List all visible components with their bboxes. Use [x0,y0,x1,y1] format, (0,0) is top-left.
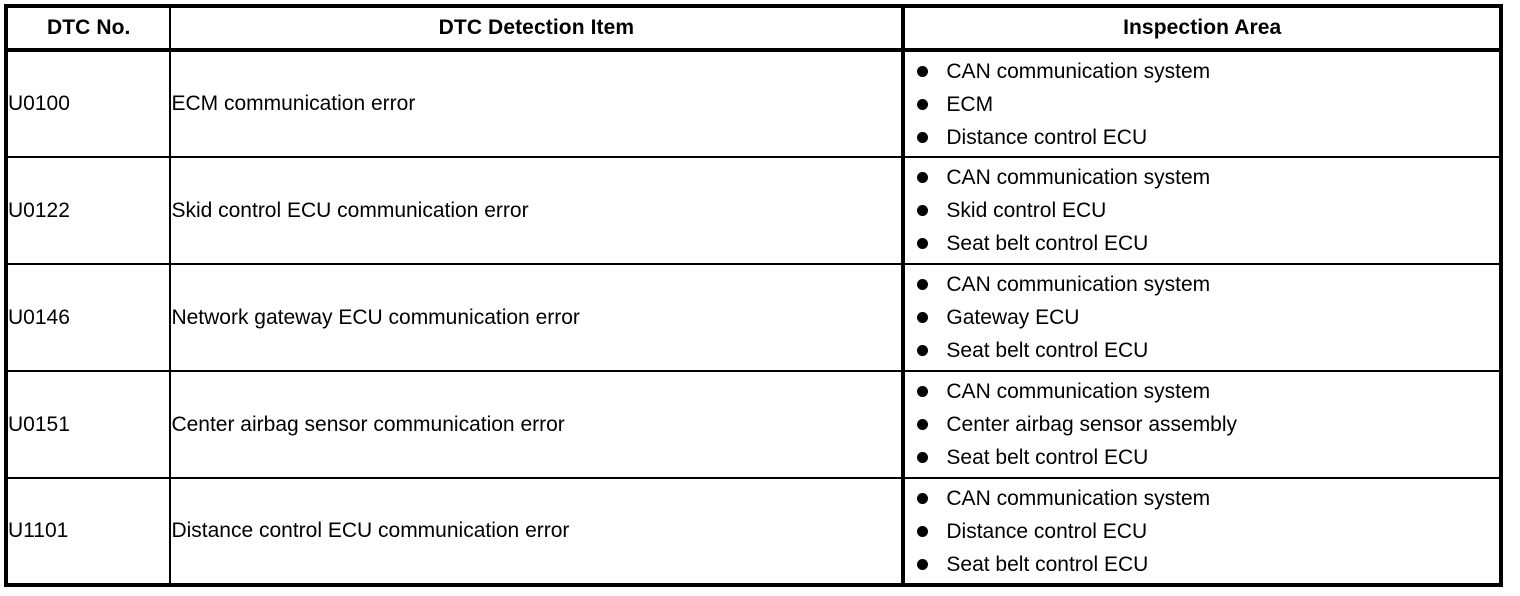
inspection-area-text: ECM [946,92,994,116]
list-item: Seat belt control ECU [905,548,1499,581]
inspection-area-list: CAN communication system Center airbag s… [905,373,1499,476]
bullet-icon [917,238,929,249]
table-row: U0146 Network gateway ECU communication … [6,263,1501,371]
inspection-area-text: Seat belt control ECU [946,552,1149,576]
list-item: CAN communication system [905,375,1499,408]
inspection-area-text: Skid control ECU [946,199,1107,222]
cell-detection-item: Center airbag sensor communication error [170,370,906,478]
cell-dtc-no: U0122 [6,156,172,264]
list-item: Skid control ECU [905,194,1499,227]
bullet-icon [917,419,929,430]
bullet-icon [917,558,929,570]
bullet-icon [917,172,929,183]
list-item: Distance control ECU [905,121,1499,154]
inspection-area-text: Seat belt control ECU [946,446,1149,469]
table-body: U0100 ECM communication error CAN commun… [6,50,1501,585]
inspection-area-text: Distance control ECU [946,519,1148,543]
cell-detection-item: ECM communication error [170,50,906,157]
cell-inspection-area: CAN communication system ECM Distance co… [903,50,1501,157]
cell-inspection-area: CAN communication system Center airbag s… [903,370,1501,478]
inspection-area-text: Gateway ECU [946,306,1080,329]
bullet-icon [917,386,929,397]
list-item: Seat belt control ECU [905,441,1499,474]
list-item: CAN communication system [905,161,1499,194]
bullet-icon [917,65,929,77]
cell-inspection-area: CAN communication system Distance contro… [903,477,1501,585]
cell-inspection-area: CAN communication system Gateway ECU Sea… [903,263,1501,371]
inspection-area-text: Seat belt control ECU [946,232,1149,255]
list-item: CAN communication system [905,482,1499,515]
inspection-area-list: CAN communication system Skid control EC… [905,159,1499,262]
table-row: U0151 Center airbag sensor communication… [6,370,1501,478]
inspection-area-text: CAN communication system [946,486,1211,510]
bullet-icon [917,205,929,216]
list-item: CAN communication system [905,55,1499,88]
cell-dtc-no: U0146 [6,263,172,371]
inspection-area-text: Distance control ECU [946,125,1148,149]
bullet-icon [917,279,929,290]
table-header: DTC No. DTC Detection Item Inspection Ar… [6,6,1501,52]
bullet-icon [917,452,929,463]
table-row: U1101 Distance control ECU communication… [6,477,1501,585]
bullet-icon [917,98,929,110]
table-row: U0122 Skid control ECU communication err… [6,156,1501,264]
cell-detection-item: Skid control ECU communication error [170,156,906,264]
list-item: CAN communication system [905,268,1499,301]
inspection-area-text: Seat belt control ECU [946,339,1149,362]
cell-detection-item: Network gateway ECU communication error [170,263,906,371]
cell-detection-item: Distance control ECU communication error [170,477,906,585]
list-item: Seat belt control ECU [905,334,1499,367]
bullet-icon [917,345,929,356]
bullet-icon [917,492,929,504]
column-header-inspection-area: Inspection Area [903,6,1501,52]
inspection-area-list: CAN communication system Gateway ECU Sea… [905,266,1499,369]
list-item: Seat belt control ECU [905,227,1499,260]
header-row: DTC No. DTC Detection Item Inspection Ar… [6,6,1501,52]
inspection-area-text: CAN communication system [946,59,1211,83]
inspection-area-list: CAN communication system Distance contro… [905,480,1499,583]
inspection-area-text: Center airbag sensor assembly [946,413,1238,436]
dtc-table: DTC No. DTC Detection Item Inspection Ar… [4,4,1503,587]
inspection-area-text: CAN communication system [946,273,1211,296]
cell-inspection-area: CAN communication system Skid control EC… [903,156,1501,264]
cell-dtc-no: U0151 [6,370,172,478]
bullet-icon [917,525,929,537]
inspection-area-text: CAN communication system [946,380,1211,403]
inspection-area-list: CAN communication system ECM Distance co… [905,53,1499,156]
list-item: ECM [905,88,1499,121]
cell-dtc-no: U1101 [6,477,172,585]
bullet-icon [917,131,929,143]
column-header-detection-item: DTC Detection Item [170,6,906,52]
inspection-area-text: CAN communication system [946,166,1211,189]
bullet-icon [917,312,929,323]
list-item: Center airbag sensor assembly [905,408,1499,441]
column-header-dtc-no: DTC No. [6,6,172,52]
list-item: Distance control ECU [905,515,1499,548]
cell-dtc-no: U0100 [6,50,172,157]
list-item: Gateway ECU [905,301,1499,334]
table-row: U0100 ECM communication error CAN commun… [6,50,1501,157]
